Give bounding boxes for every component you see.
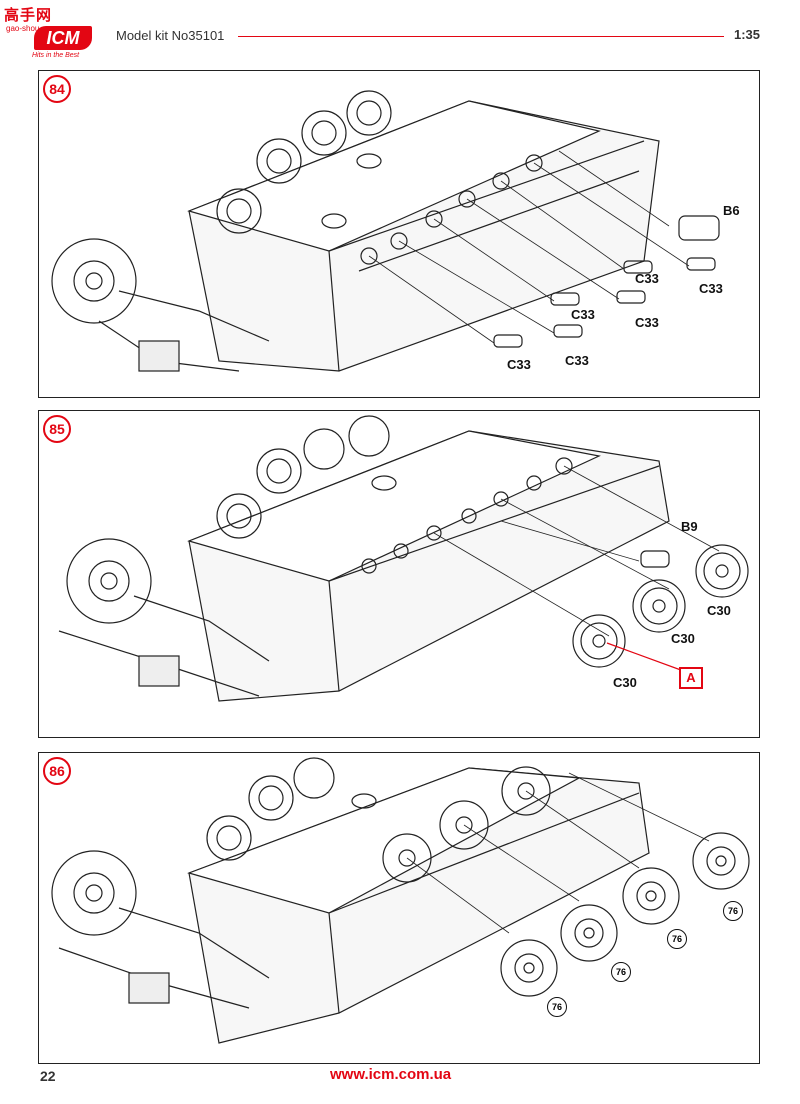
part-label-b9: B9 xyxy=(681,519,698,534)
kit-number: Model kit No35101 xyxy=(116,28,225,43)
step-number: 86 xyxy=(43,757,71,785)
logo-motto: Hits in the Best xyxy=(32,52,80,59)
step-85-panel: 85 B9 C30 C30 C30 A xyxy=(38,410,760,738)
callout-76: 76 xyxy=(667,929,687,949)
scale-label: 1:35 xyxy=(734,27,761,42)
logo-watermark-url: gao-shou.com xyxy=(6,24,57,33)
part-label-c30: C30 xyxy=(671,631,695,646)
part-label-c33: C33 xyxy=(565,353,589,368)
logo-brand: ICM xyxy=(34,26,92,50)
step-number: 84 xyxy=(43,75,71,103)
part-label-c33: C33 xyxy=(635,271,659,286)
logo-watermark-text: 高手网 xyxy=(4,7,53,24)
part-label-b6: B6 xyxy=(723,203,740,218)
callout-76: 76 xyxy=(611,962,631,982)
step-86-panel: 86 76 76 76 76 xyxy=(38,752,760,1064)
step-85-drawing xyxy=(58,415,749,702)
page-header: 高手网 gao-shou.com ICM Hits in the Best Mo… xyxy=(0,0,800,62)
callout-76: 76 xyxy=(723,901,743,921)
step-84-panel: 84 B6 C33 C33 C33 C33 C33 C33 xyxy=(38,70,760,398)
page-number: 22 xyxy=(40,1068,56,1084)
part-label-c30: C30 xyxy=(613,675,637,690)
callout-76: 76 xyxy=(547,997,567,1017)
website-link[interactable]: www.icm.com.ua xyxy=(330,1066,452,1083)
step-86-drawing xyxy=(51,757,750,1044)
reference-a-box: A xyxy=(679,667,703,689)
part-label-c30: C30 xyxy=(707,603,731,618)
step-number: 85 xyxy=(43,415,71,443)
part-label-c33: C33 xyxy=(635,315,659,330)
step-84-drawing xyxy=(51,90,720,372)
part-label-c33: C33 xyxy=(699,281,723,296)
part-label-c33: C33 xyxy=(507,357,531,372)
header-rule xyxy=(238,36,724,37)
part-label-c33: C33 xyxy=(571,307,595,322)
icm-logo: 高手网 gao-shou.com ICM Hits in the Best xyxy=(4,4,100,60)
